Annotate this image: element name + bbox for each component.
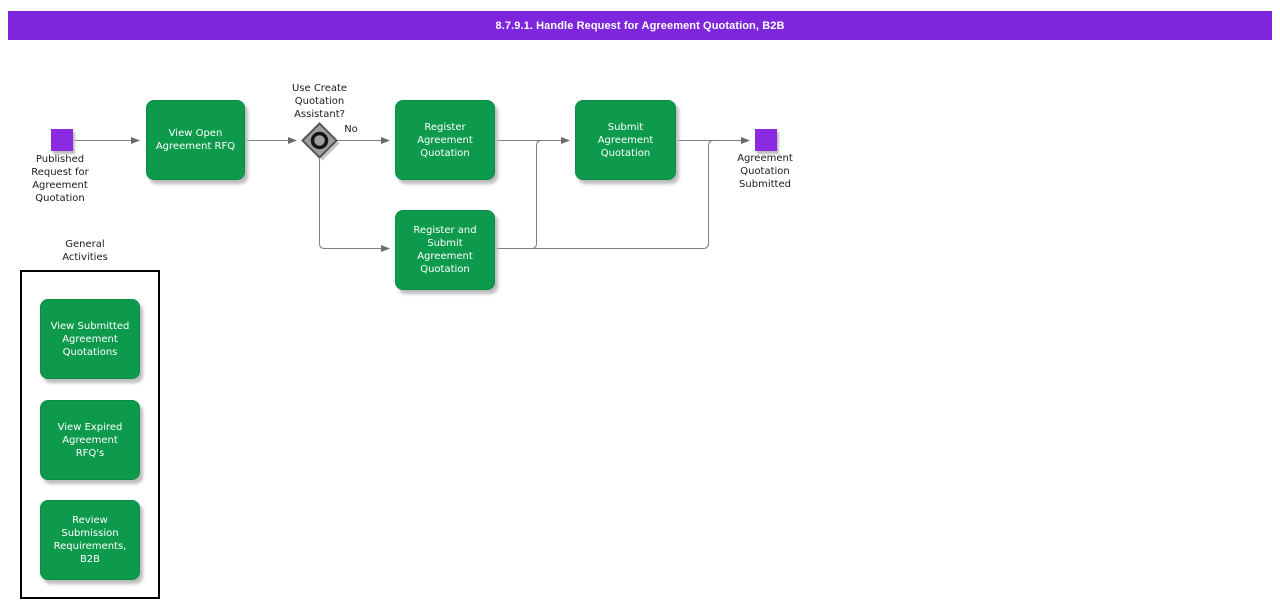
title-bar: 8.7.9.1. Handle Request for Agreement Qu… [8,11,1272,40]
activity-register-agreement-quotation[interactable]: Register Agreement Quotation [395,100,495,180]
activity-submit-agreement-quotation[interactable]: Submit Agreement Quotation [575,100,676,180]
decision-ring-icon [310,131,329,150]
activity-view-open-agreement-rfq[interactable]: View Open Agreement RFQ [146,100,245,180]
end-event-square [755,129,777,151]
decision-diamond[interactable] [301,122,340,161]
connector-register-and-submit-to-end [496,140,715,249]
end-event-label: Agreement Quotation Submitted [737,153,793,190]
connector-decision-to-register-and-submit [319,159,390,252]
start-event-label: Published Request for Agreement Quotatio… [31,154,89,204]
activity-review-submission-requirements-b2b[interactable]: Review Submission Requirements, B2B [40,500,140,580]
decision-question-label: Use Create Quotation Assistant? [291,83,348,120]
start-event-square [51,129,73,151]
decision-no-branch-label: No [344,124,358,135]
activity-label: Review Submission Requirements, B2B [53,515,127,565]
activity-register-and-submit-agreement-quotation[interactable]: Register and Submit Agreement Quotation [395,210,495,290]
activity-label: Submit Agreement Quotation [597,121,654,159]
activity-view-submitted-agreement-quotations[interactable]: View Submitted Agreement Quotations [40,299,140,379]
page-title: 8.7.9.1. Handle Request for Agreement Qu… [495,19,785,32]
activity-label: View Expired Agreement RFQ's [57,421,123,459]
activity-label: View Submitted Agreement Quotations [50,320,130,358]
activity-label: Register and Submit Agreement Quotation [413,225,477,275]
activity-label: View Open Agreement RFQ [155,128,236,152]
connector-branch-up-to-submit [530,140,543,249]
activity-label: Register Agreement Quotation [417,121,473,159]
activity-view-expired-agreement-rfqs[interactable]: View Expired Agreement RFQ's [40,400,140,480]
general-activities-heading: General Activities [62,239,108,263]
